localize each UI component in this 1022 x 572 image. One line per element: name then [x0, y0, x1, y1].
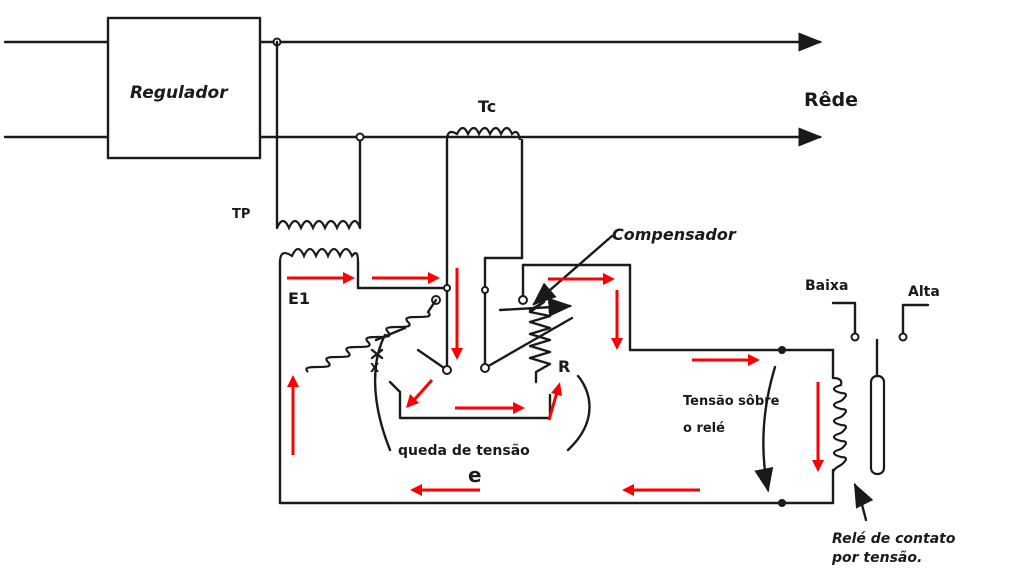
tp-label: TP — [232, 207, 250, 222]
network-lines — [3, 32, 823, 147]
voltage-drop-symbol: e — [468, 463, 482, 487]
red-arrow-right — [548, 273, 615, 285]
relay-voltage-label-1: Tensão sôbre — [683, 394, 780, 409]
red-arrow-right — [692, 354, 760, 366]
r-label: R — [558, 357, 570, 376]
regulator-label: Regulador — [130, 83, 229, 103]
tp-secondary-coil — [278, 247, 449, 505]
current-transformer-coil — [443, 126, 524, 372]
compensator-resistance — [480, 263, 632, 384]
red-arrow-down — [812, 382, 824, 472]
red-arrow-down-left — [406, 378, 434, 408]
compensator-reactance — [305, 295, 552, 420]
voltage-drop-pointer — [373, 333, 392, 452]
network-label: Rêde — [804, 89, 858, 111]
relay-contacts — [831, 301, 930, 522]
compensator-label: Compensador — [612, 225, 737, 244]
red-arrow-left — [622, 484, 700, 496]
relay-coil — [831, 376, 848, 474]
relay-caption-1: Relé de contato — [832, 531, 956, 547]
current-flow-arrows — [287, 268, 824, 496]
voltage-drop-label: queda de tensão — [398, 443, 530, 459]
voltage-drop-pointer — [566, 374, 591, 452]
red-arrow-down — [451, 268, 463, 360]
relay-circuit — [278, 263, 848, 507]
red-arrow-left — [410, 484, 480, 496]
tp-primary-coil — [272, 37, 365, 231]
regulator-box — [106, 16, 262, 160]
relay-caption-2: por tensão. — [831, 550, 922, 566]
compensator-pointer — [532, 234, 614, 306]
red-arrow-right — [287, 272, 355, 284]
red-arrow-right — [455, 402, 525, 414]
high-contact-label: Alta — [908, 284, 940, 300]
red-arrow-right — [372, 272, 440, 284]
tc-label: Tc — [478, 97, 496, 116]
red-arrow-down — [611, 290, 623, 350]
e1-label: E1 — [288, 289, 310, 308]
relay-voltage-label-2: o relé — [683, 421, 725, 436]
red-arrow-up — [287, 375, 299, 455]
red-arrow-up — [547, 382, 562, 421]
relay-plunger — [869, 374, 886, 476]
low-contact-label: Baixa — [805, 278, 848, 294]
